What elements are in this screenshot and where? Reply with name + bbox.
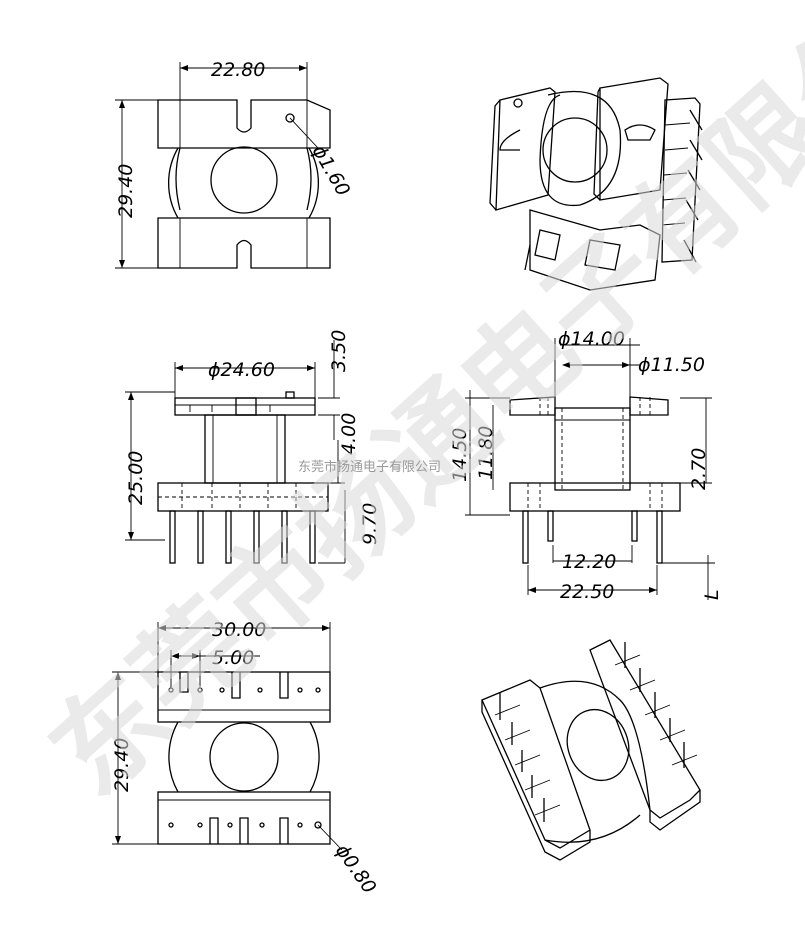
front-height-dim: 25.00 bbox=[125, 451, 147, 505]
side-pin-length: L bbox=[701, 589, 723, 600]
bottom-view: 30.00 5.00 29.40 ϕ0.80 bbox=[111, 619, 380, 898]
top-width-dim: 22.80 bbox=[211, 59, 265, 81]
bottom-pitch-dim: 5.00 bbox=[212, 647, 254, 669]
bottom-pin-dia: ϕ0.80 bbox=[331, 840, 380, 898]
front-core-dim: 4.00 bbox=[338, 413, 360, 455]
top-height-dim: 29.40 bbox=[115, 164, 137, 218]
iso-view-bottom bbox=[481, 639, 701, 861]
side-span-dim: 22.50 bbox=[560, 581, 614, 603]
side-h1-dim: 14.50 bbox=[449, 428, 471, 482]
bottom-height-dim: 29.40 bbox=[111, 738, 133, 792]
side-view: ϕ14.00 ϕ11.50 14.50 11.80 2.70 12.20 22.… bbox=[449, 328, 723, 603]
top-hole-dim: ϕ1.60 bbox=[308, 142, 354, 200]
side-row-dim: 12.20 bbox=[562, 551, 616, 573]
front-flange-dim: ϕ24.60 bbox=[208, 359, 275, 381]
top-view: 22.80 29.40 ϕ1.60 bbox=[115, 59, 354, 269]
side-pitch-dim: 2.70 bbox=[688, 448, 710, 490]
watermark-small: 东莞市扬通电子有限公司 bbox=[298, 459, 441, 475]
front-top-dim: 3.50 bbox=[328, 330, 350, 372]
side-outer-dim: ϕ14.00 bbox=[558, 328, 625, 350]
side-inner-dim: ϕ11.50 bbox=[638, 354, 705, 376]
bottom-width-dim: 30.00 bbox=[212, 619, 266, 641]
front-view: ϕ24.60 3.50 25.00 4.00 9.70 bbox=[125, 330, 381, 564]
side-h2-dim: 11.80 bbox=[475, 426, 497, 480]
iso-view-top bbox=[489, 77, 703, 291]
front-pin-dim: 9.70 bbox=[359, 503, 381, 545]
